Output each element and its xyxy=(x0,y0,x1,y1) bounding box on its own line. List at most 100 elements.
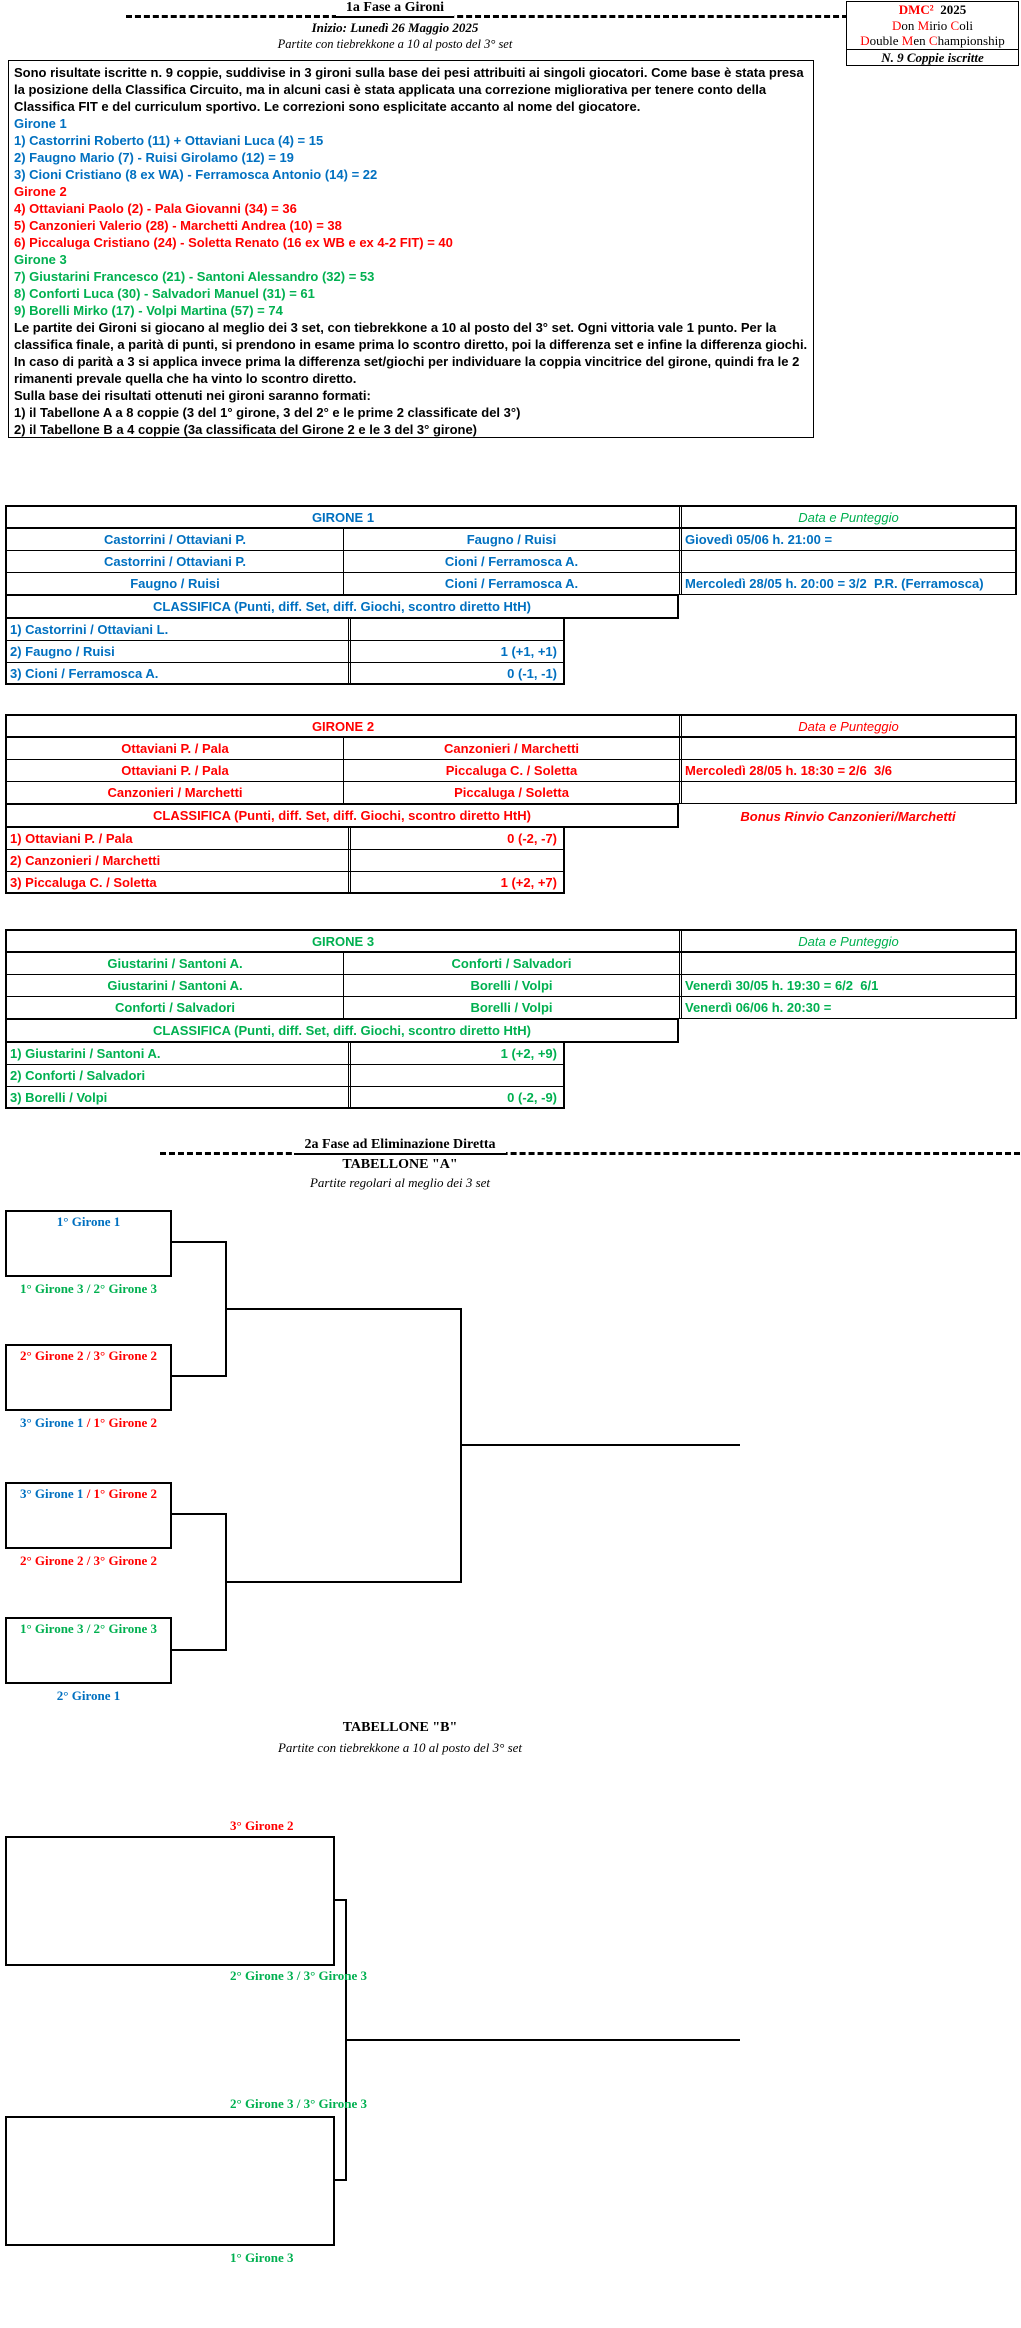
girone1-heading: Girone 1 xyxy=(14,116,67,131)
classifica-team: 2) Conforti / Salvadori xyxy=(10,1068,146,1083)
bracket-a-slot3: 2° Girone 2 / 3° Girone 2 xyxy=(19,1348,158,1363)
team-b: Piccaluga / Soletta xyxy=(343,782,679,803)
bracket-line xyxy=(172,1375,227,1377)
tabellone-a-subtitle: Partite regolari al meglio dei 3 set xyxy=(309,1175,491,1190)
data-punteggio-header: Data e Punteggio xyxy=(679,507,1015,527)
bracket-b-match1-box xyxy=(5,1836,335,1966)
tabellone-b-subtitle: Partite con tiebrekkone a 10 al posto de… xyxy=(277,1740,523,1755)
match-result: Mercoledì 28/05 h. 20:00 = 3/2 P.R. (Fer… xyxy=(679,573,1015,594)
bracket-b-slot4: 1° Girone 3 xyxy=(230,2250,294,2265)
classifica-points: 1 (+2, +9) xyxy=(348,1043,563,1064)
data-punteggio-header: Data e Punteggio xyxy=(679,931,1015,951)
match-result xyxy=(679,953,1015,974)
intro-line: Sono risultate iscritte n. 9 coppie, sud… xyxy=(14,65,804,114)
classifica-row: 2) Faugno / Ruisi 1 (+1, +1) xyxy=(5,641,565,663)
bracket-a-slot4: 3° Girone 1 / 1° Girone 2 xyxy=(19,1415,158,1430)
bracket-line xyxy=(335,2179,347,2181)
girone2-pair: 4) Ottaviani Paolo (2) - Pala Giovanni (… xyxy=(14,201,297,216)
classifica-points xyxy=(348,850,563,871)
team-b: Faugno / Ruisi xyxy=(343,529,679,550)
classifica-row: 2) Canzonieri / Marchetti xyxy=(5,850,565,872)
classifica-team: 1) Ottaviani P. / Pala xyxy=(10,831,133,846)
bracket-line xyxy=(172,1649,227,1651)
team-a: Canzonieri / Marchetti xyxy=(107,785,243,800)
team-b: Cioni / Ferramosca A. xyxy=(343,551,679,572)
badge-entries-count: N. 9 Coppie iscritte xyxy=(847,48,1018,66)
classifica-row: 3) Piccaluga C. / Soletta 1 (+2, +7) xyxy=(5,872,565,894)
match-row: Conforti / Salvadori Borelli / Volpi Ven… xyxy=(5,997,1017,1019)
bracket-a-slot5: 3° Girone 1 / 1° Girone 2 xyxy=(19,1486,158,1501)
girone3-pair: 8) Conforti Luca (30) - Salvadori Manuel… xyxy=(14,286,315,301)
team-a: Giustarini / Santoni A. xyxy=(107,978,243,993)
bracket-a-match1-box xyxy=(5,1210,172,1277)
classifica-header: CLASSIFICA (Punti, diff. Set, diff. Gioc… xyxy=(5,1019,679,1043)
intro-line: 2) il Tabellone B a 4 coppie (3a classif… xyxy=(14,422,478,437)
team-b: Borelli / Volpi xyxy=(343,975,679,996)
classifica-note xyxy=(679,1019,1017,1043)
classifica-points xyxy=(348,1065,563,1086)
match-result: Venerdì 06/06 h. 20:30 = xyxy=(679,997,1015,1018)
bracket-final-line xyxy=(345,2039,740,2041)
classifica-points: 1 (+1, +1) xyxy=(348,641,563,662)
match-row: Faugno / Ruisi Cioni / Ferramosca A. Mer… xyxy=(5,573,1017,595)
match-row: Ottaviani P. / Pala Piccaluga C. / Solet… xyxy=(5,760,1017,782)
classifica-row: 3) Cioni / Ferramosca A. 0 (-1, -1) xyxy=(5,663,565,685)
bracket-b-match2-box xyxy=(5,2116,335,2246)
classifica-team: 2) Faugno / Ruisi xyxy=(10,644,115,659)
bracket-final-line xyxy=(460,1444,740,1446)
bracket-a-slot7: 1° Girone 3 / 2° Girone 3 xyxy=(19,1621,158,1636)
classifica-header: CLASSIFICA (Punti, diff. Set, diff. Gioc… xyxy=(5,804,679,828)
classifica-row: 1) Castorrini / Ottaviani L. xyxy=(5,619,565,641)
bracket-line xyxy=(172,1241,227,1243)
classifica-team: 3) Piccaluga C. / Soletta xyxy=(10,874,157,890)
team-b: Borelli / Volpi xyxy=(343,997,679,1018)
bracket-b-slot1: 3° Girone 2 xyxy=(230,1818,294,1833)
classifica-row: 1) Ottaviani P. / Pala 0 (-2, -7) xyxy=(5,828,565,850)
match-row: Giustarini / Santoni A. Borelli / Volpi … xyxy=(5,975,1017,997)
match-result: Mercoledì 28/05 h. 18:30 = 2/6 3/6 xyxy=(679,760,1015,781)
classifica-row: 1) Giustarini / Santoni A. 1 (+2, +9) xyxy=(5,1043,565,1065)
bracket-a-slot6: 2° Girone 2 / 3° Girone 2 xyxy=(19,1553,158,1568)
classifica-team: 3) Borelli / Volpi xyxy=(10,1089,108,1105)
team-a: Castorrini / Ottaviani P. xyxy=(103,554,247,569)
classifica-team: 2) Canzonieri / Marchetti xyxy=(10,853,161,868)
classifica-team: 1) Castorrini / Ottaviani L. xyxy=(10,622,169,637)
girone-title: GIRONE 2 xyxy=(311,718,375,734)
classifica-header: CLASSIFICA (Punti, diff. Set, diff. Gioc… xyxy=(5,595,679,619)
classifica-note xyxy=(679,595,1017,619)
team-a: Faugno / Ruisi xyxy=(130,576,220,591)
match-result xyxy=(679,551,1015,572)
classifica-points: 0 (-2, -9) xyxy=(348,1087,563,1107)
match-row: Canzonieri / Marchetti Piccaluga / Solet… xyxy=(5,782,1017,804)
girone2-table: GIRONE 2 Data e Punteggio Ottaviani P. /… xyxy=(5,714,1017,894)
team-a: Castorrini / Ottaviani P. xyxy=(103,532,247,547)
girone1-pair: 1) Castorrini Roberto (11) + Ottaviani L… xyxy=(14,133,324,148)
team-a: Giustarini / Santoni A. xyxy=(107,956,243,971)
bracket-line xyxy=(172,1513,227,1515)
badge-title: DMC² 2025 xyxy=(898,2,967,17)
classifica-points: 0 (-1, -1) xyxy=(348,663,563,683)
bracket-line xyxy=(225,1308,462,1310)
classifica-header-row: CLASSIFICA (Punti, diff. Set, diff. Gioc… xyxy=(5,595,1017,619)
classifica-points: 0 (-2, -7) xyxy=(348,828,563,849)
team-b: Piccaluga C. / Soletta xyxy=(343,760,679,781)
girone2-heading: Girone 2 xyxy=(14,184,67,199)
bracket-a-match2-box xyxy=(5,1344,172,1411)
bracket-b-slot2: 2° Girone 3 / 3° Girone 3 xyxy=(230,1968,368,1983)
phase1-note: Partite con tiebrekkone a 10 al posto de… xyxy=(277,37,513,51)
girone2-pair: 5) Canzonieri Valerio (28) - Marchetti A… xyxy=(14,218,342,233)
badge-line3: Double Men Championship xyxy=(860,33,1005,48)
classifica-header-row: CLASSIFICA (Punti, diff. Set, diff. Gioc… xyxy=(5,804,1017,828)
match-result xyxy=(679,738,1015,759)
classifica-row: 2) Conforti / Salvadori xyxy=(5,1065,565,1087)
classifica-points xyxy=(348,619,563,640)
classifica-row: 3) Borelli / Volpi 0 (-2, -9) xyxy=(5,1087,565,1109)
girone1-table: GIRONE 1 Data e Punteggio Castorrini / O… xyxy=(5,505,1017,685)
phase2-title: 2a Fase ad Eliminazione Diretta xyxy=(230,1137,570,1155)
team-a: Conforti / Salvadori xyxy=(115,1000,235,1015)
girone-title: GIRONE 3 xyxy=(311,933,375,949)
badge-line2: Don Mirio Coli xyxy=(892,17,973,33)
bonus-rinvio-note: Bonus Rinvio Canzonieri/Marchetti xyxy=(740,808,956,824)
girone2-pair: 6) Piccaluga Cristiano (24) - Soletta Re… xyxy=(14,235,453,250)
